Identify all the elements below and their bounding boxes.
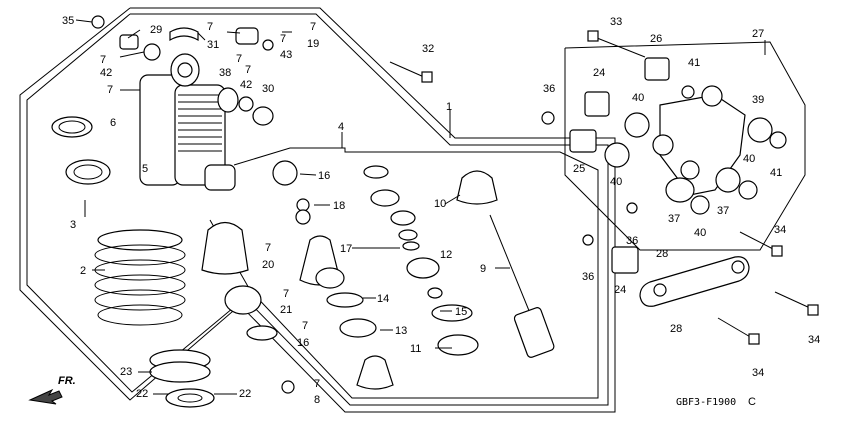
callout-40-c: 40 — [743, 153, 755, 165]
callout-36-a: 36 — [543, 83, 555, 95]
callout-40-d: 40 — [694, 227, 706, 239]
damper-internals — [295, 165, 498, 390]
callout-42-a: 42 — [100, 67, 112, 79]
callout-41-a: 41 — [688, 57, 700, 69]
front-arrow-icon — [28, 388, 63, 405]
callout-7-j: 7 — [302, 320, 308, 332]
linkage-arm — [639, 85, 750, 307]
callout-24-b: 24 — [614, 284, 626, 296]
callout-8: 8 — [314, 394, 320, 406]
callout-7-b: 7 — [107, 84, 113, 96]
callout-40-b: 40 — [610, 176, 622, 188]
callout-7-c: 7 — [207, 21, 213, 33]
callout-41-b: 41 — [770, 167, 782, 179]
callout-35: 35 — [62, 15, 74, 27]
diagram-code: GBF3-F1900 — [676, 397, 736, 408]
callout-7-d: 7 — [310, 21, 316, 33]
leader-lines — [75, 19, 766, 395]
callout-18: 18 — [333, 200, 345, 212]
group-outline-right — [564, 41, 806, 251]
callout-16-a: 16 — [318, 170, 330, 182]
callout-2: 2 — [80, 265, 86, 277]
shock-spring — [94, 229, 186, 326]
callout-12: 12 — [440, 249, 452, 261]
shock-absorber-body — [139, 53, 236, 191]
damper-rod — [489, 214, 555, 358]
callout-33: 33 — [610, 16, 622, 28]
callout-7-h: 7 — [265, 242, 271, 254]
callout-34-c: 34 — [752, 367, 764, 379]
callout-7-e: 7 — [280, 33, 286, 45]
callout-6: 6 — [110, 117, 116, 129]
callout-11: 11 — [410, 343, 421, 355]
callout-20: 20 — [262, 259, 274, 271]
part-callouts: 35 29 7 42 7 7 31 7 7 19 43 7 38 7 42 30… — [62, 15, 820, 406]
spring-seat — [149, 349, 215, 408]
callout-4: 4 — [338, 121, 344, 133]
callout-39: 39 — [752, 94, 764, 106]
callout-28-a: 28 — [656, 248, 668, 260]
callout-5: 5 — [142, 163, 148, 175]
front-marker: FR. — [58, 375, 76, 387]
callout-34-b: 34 — [808, 334, 820, 346]
callout-37-a: 37 — [668, 213, 680, 225]
callout-34-a: 34 — [774, 224, 786, 236]
callout-36-b: 36 — [626, 235, 638, 247]
callout-28-b: 28 — [670, 323, 682, 335]
callout-7-i: 7 — [283, 288, 289, 300]
callout-42-b: 42 — [240, 79, 252, 91]
callout-1: 1 — [446, 101, 452, 113]
callout-32: 32 — [422, 43, 434, 55]
group-outline-1 — [19, 7, 616, 413]
lock-nut — [51, 116, 111, 185]
callout-13: 13 — [395, 325, 407, 337]
callout-25: 25 — [573, 163, 585, 175]
callout-9: 9 — [480, 263, 486, 275]
bolts — [389, 30, 819, 345]
callout-16-b: 16 — [297, 337, 309, 349]
callout-10: 10 — [434, 198, 446, 210]
callout-7-k: 7 — [314, 378, 320, 390]
small-parts — [91, 15, 298, 394]
callout-17: 17 — [340, 243, 352, 255]
callout-19: 19 — [307, 38, 319, 50]
callout-15: 15 — [455, 306, 467, 318]
callout-40-a: 40 — [632, 92, 644, 104]
callout-27: 27 — [752, 28, 764, 40]
callout-7-g: 7 — [245, 64, 251, 76]
callout-38: 38 — [219, 67, 231, 79]
callout-3: 3 — [70, 219, 76, 231]
callout-14: 14 — [377, 293, 389, 305]
callout-30: 30 — [262, 83, 274, 95]
diagram-code-suffix: C — [748, 396, 756, 408]
callout-7-a: 7 — [100, 54, 106, 66]
callout-22-a: 22 — [136, 388, 148, 400]
callout-24-a: 24 — [593, 67, 605, 79]
callout-36-c: 36 — [582, 271, 594, 283]
callout-26: 26 — [650, 33, 662, 45]
callout-37-b: 37 — [717, 205, 729, 217]
callout-23: 23 — [120, 366, 132, 378]
callout-22-b: 22 — [239, 388, 251, 400]
bushings-and-bearings — [541, 57, 787, 274]
callout-21: 21 — [280, 304, 292, 316]
callout-43: 43 — [280, 49, 292, 61]
bump-rubber — [201, 221, 249, 275]
callout-31: 31 — [207, 39, 219, 51]
callout-7-f: 7 — [236, 53, 242, 65]
callout-29: 29 — [150, 24, 162, 36]
